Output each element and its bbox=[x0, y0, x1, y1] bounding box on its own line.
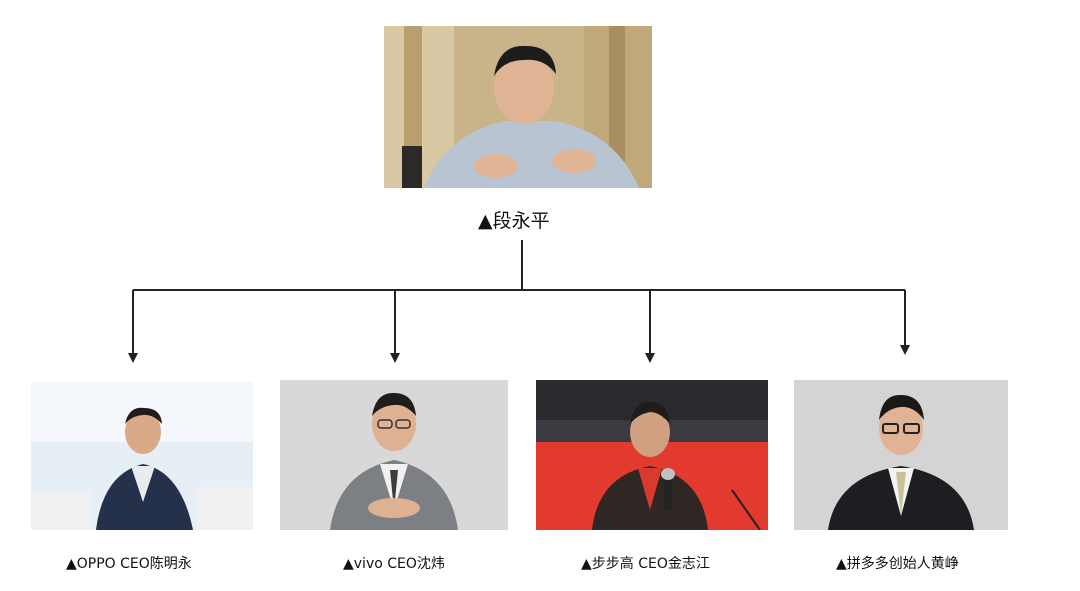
child-photo-oppo bbox=[31, 382, 253, 530]
child-caption-oppo: ▲OPPO CEO陈明永 bbox=[66, 556, 192, 572]
child-caption-vivo: ▲vivo CEO沈炜 bbox=[343, 556, 445, 572]
child-caption-bubugao: ▲步步高 CEO金志江 bbox=[581, 556, 710, 572]
child-photo-pinduoduo bbox=[794, 380, 1008, 530]
root-caption: ▲段永平 bbox=[478, 210, 550, 232]
child-caption-pinduoduo: ▲拼多多创始人黄峥 bbox=[836, 556, 959, 572]
root-person-photo bbox=[384, 26, 652, 188]
child-photo-bubugao bbox=[536, 380, 768, 530]
child-photo-vivo bbox=[280, 380, 508, 530]
